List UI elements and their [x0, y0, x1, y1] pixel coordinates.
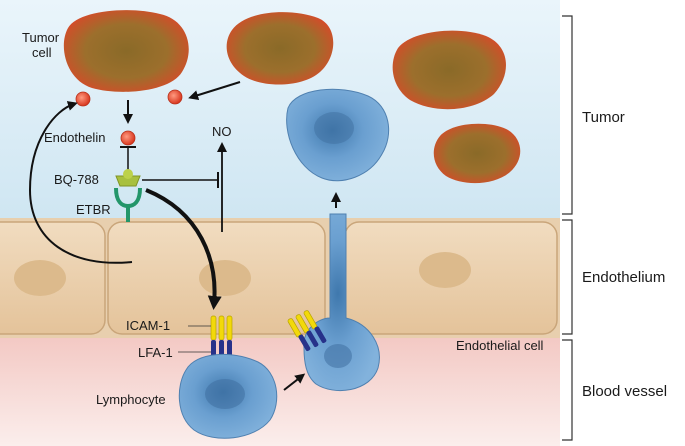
icam1-bar-3: [226, 315, 233, 341]
icam1-bar-1: [210, 315, 217, 341]
region-label-blood-vessel: Blood vessel: [582, 383, 667, 400]
etbr-label: ETBR: [76, 202, 111, 217]
region-brackets: [562, 15, 573, 441]
tumor-cells: [63, 10, 521, 184]
migrating-lfa1-1: [298, 334, 311, 352]
infiltrated-lymphocyte-nucleus: [314, 112, 354, 144]
lymphocyte-nucleus: [205, 379, 245, 409]
icam1-bar-2: [218, 315, 225, 341]
migrating-lymphocyte: [287, 213, 380, 391]
endothelin-dot-1: [75, 91, 91, 107]
endothelin-dot-2: [167, 89, 183, 105]
arrow-to-icam1: [145, 188, 222, 310]
endothelial-cell-label: Endothelial cell: [456, 338, 544, 353]
endothelial-nucleus-3: [419, 252, 471, 288]
arrow-tumor2-to-endothelin: [188, 81, 241, 100]
lymphocyte-label: Lymphocyte: [96, 392, 166, 407]
tumor-bracket: [562, 15, 573, 215]
arrow-migration: [283, 373, 306, 391]
endothelial-nucleus-2: [199, 260, 251, 296]
endothelin-label: Endothelin: [44, 130, 105, 145]
no-label: NO: [212, 124, 232, 139]
tumor-cell-label-1: Tumor: [22, 30, 60, 45]
icam1-label: ICAM-1: [126, 318, 170, 333]
region-label-endothelium: Endothelium: [582, 269, 665, 286]
migrating-lfa1-3: [314, 326, 327, 344]
transmigrating-nucleus: [324, 344, 352, 368]
tumor-cell-2: [226, 12, 334, 85]
endothelin-dot-3: [120, 130, 136, 146]
migrating-lfa1-2: [306, 330, 319, 348]
region-label-tumor: Tumor: [582, 109, 625, 126]
blood-vessel-region-bg: [0, 338, 560, 446]
tumor-cell-3: [392, 30, 506, 110]
endothelial-cells: [0, 221, 558, 335]
bq788-label: BQ-788: [54, 172, 99, 187]
endothelium-bracket: [562, 219, 573, 335]
endothelial-nucleus-1: [14, 260, 66, 296]
tumor-cell-label-2: cell: [32, 45, 52, 60]
feedback-arrow: [28, 101, 133, 264]
transmigrating-cell-body: [303, 213, 380, 391]
bq788-head: [123, 169, 133, 179]
tumor-cell-4: [433, 123, 521, 184]
tumor-cell-1: [63, 10, 189, 92]
lfa1-label: LFA-1: [138, 345, 173, 360]
blood-vessel-bracket: [562, 339, 573, 441]
etbr-receptor: [114, 169, 142, 222]
